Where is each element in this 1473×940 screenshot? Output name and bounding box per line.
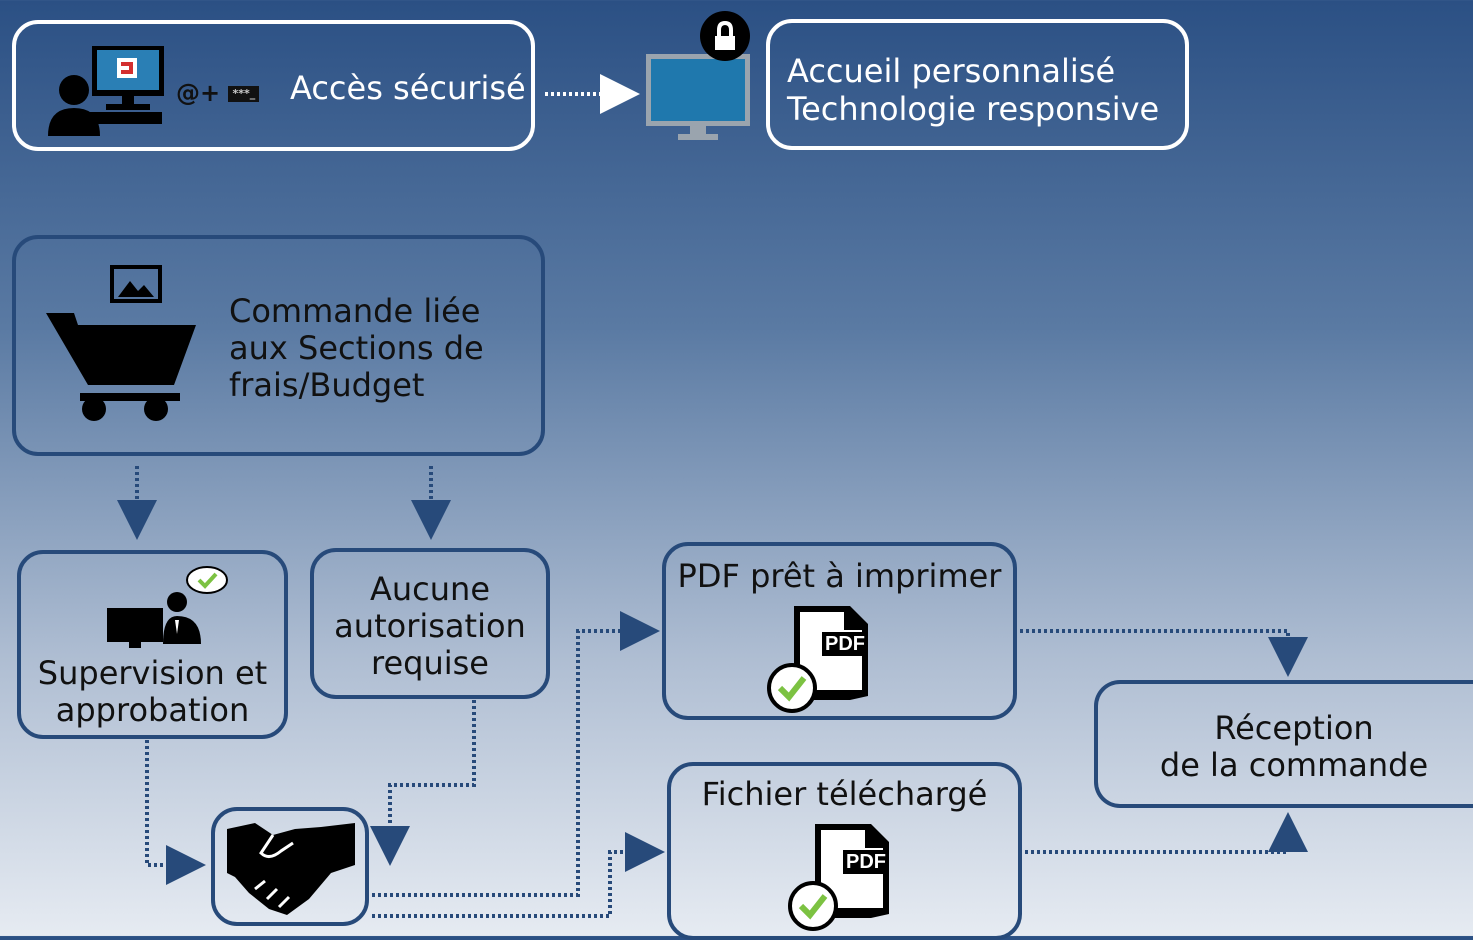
pdf-badge: PDF [822,632,868,656]
no-auth-line-1: Aucune [369,570,490,608]
secure-access-label: Accès sécurisé [290,69,526,107]
file-download-box: Fichier téléchargé PDF [667,762,1022,940]
no-auth-line-3: requise [371,644,489,682]
user-computer-icon [48,46,164,136]
handshake-icon [227,823,355,915]
file-download-title: Fichier téléchargé [701,775,988,813]
login-credential-icon: @+ ***_ [176,79,260,107]
supervisor-icon [107,566,228,648]
welcome-line-1: Accueil personnalisé [787,52,1116,90]
no-auth-line-2: autorisation [334,607,526,645]
order-line-3: frais/Budget [229,366,425,404]
reception-line-1: Réception [1214,709,1374,747]
no-authorization-box: Aucune autorisation requise [310,548,550,699]
pdf-file-icon: PDF [764,604,879,714]
welcome-line-2: Technologie responsive [787,90,1160,128]
reception-line-2: de la commande [1159,746,1429,784]
connector-pdf-to-reception [1020,629,1308,677]
welcome-box: Accueil personnalisé Technologie respons… [766,19,1189,150]
order-line-2: aux Sections de [229,329,484,367]
pdf-ready-box: PDF prêt à imprimer PDF [662,542,1017,720]
pdf-ready-title: PDF prêt à imprimer [677,557,1002,595]
reception-box: Réception de la commande [1094,680,1473,808]
image-icon [110,265,162,303]
connector-noauth-to-handshake [370,700,476,866]
pdf-file-icon: PDF [785,822,900,932]
pdf-badge: PDF [843,850,889,874]
connector-supervision-to-handshake [145,740,206,885]
at-plus-label: @+ [176,79,221,107]
connector-handshake-to-file [372,832,665,918]
shopping-cart-icon [46,313,196,421]
supervision-line-1: Supervision et [37,654,268,692]
order-box: Commande liée aux Sections de frais/Budg… [12,235,545,456]
password-mask: ***_ [228,86,260,102]
order-line-1: Commande liée [229,292,481,330]
lock-monitor-icon [646,11,750,140]
supervision-line-2: approbation [55,691,250,729]
handshake-box [211,807,369,926]
secure-access-box: @+ ***_ Accès sécurisé [12,20,535,151]
connector-file-to-reception [1025,812,1308,854]
supervision-box: Supervision et approbation [17,550,288,739]
